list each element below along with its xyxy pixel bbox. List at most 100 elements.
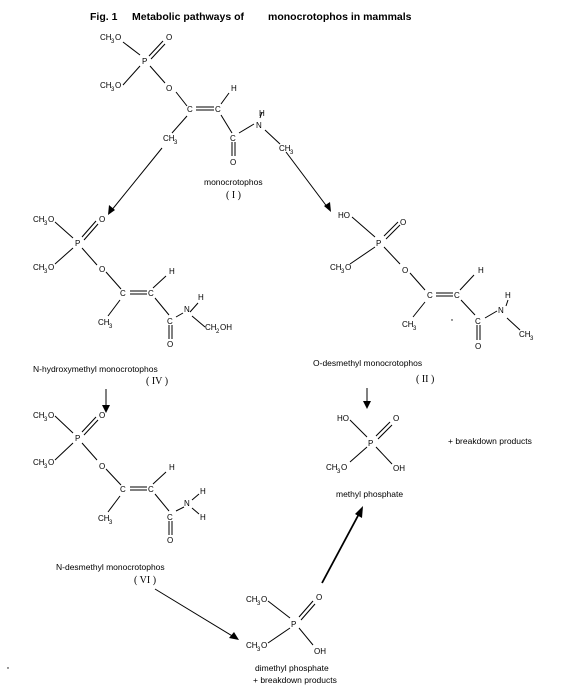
svg-text:2: 2 (216, 329, 220, 335)
stray-dot (451, 319, 453, 321)
phosphorus-atom: P (368, 439, 373, 448)
figure-title-suffix: monocrotophos in mammals (268, 11, 412, 23)
methyl-group: CH (100, 81, 112, 90)
hydrogen-atom: H (169, 267, 175, 276)
stray-dot (7, 667, 9, 669)
oxygen-atom: O (99, 462, 105, 471)
svg-text:3: 3 (109, 520, 113, 526)
methyl-group: CH (33, 458, 45, 467)
svg-text:3: 3 (44, 417, 48, 423)
oxygen-atom: O (230, 158, 236, 167)
carbon-atom: C (230, 134, 236, 143)
oxygen-atom: O (316, 593, 322, 602)
svg-text:3: 3 (109, 324, 113, 330)
carbon-atom: C (148, 289, 154, 298)
pathway-arrow-dimethyl-to-methyl-phosphate (321, 506, 363, 584)
hydrogen-atom: H (200, 487, 206, 496)
pathway-arrow-ii-to-methyl-phosphate (363, 388, 371, 409)
structure-o-desmethyl-monocrotophos: HO O P CH 3 O O H C C H N C CH 3 CH 3 O … (313, 211, 534, 385)
methyl-group: CH (98, 514, 110, 523)
carbon-atom: C (148, 485, 154, 494)
svg-text:3: 3 (44, 464, 48, 470)
compound-name-monocrotophos: monocrotophos (204, 177, 263, 187)
oxygen-atom: O (99, 411, 105, 420)
svg-text:3: 3 (174, 140, 178, 146)
hydrogen-atom: H (231, 84, 237, 93)
methyl-group: CH (246, 595, 258, 604)
methyl-group: CH (33, 411, 45, 420)
phosphorus-atom: P (142, 57, 147, 66)
nitrogen-atom: N (184, 305, 190, 314)
oxygen-atom: O (402, 266, 408, 275)
svg-text:3: 3 (530, 336, 534, 342)
oxygen-atom: O (345, 263, 351, 272)
figure-title-text: Metabolic pathways of (132, 11, 245, 23)
oxygen-atom: O (48, 263, 54, 272)
oxygen-atom: O (167, 536, 173, 545)
hydrogen-atom: H (198, 293, 204, 302)
oxygen-atom: O (475, 342, 481, 351)
compound-name-methyl-phosphate: methyl phosphate (336, 489, 403, 499)
methyl-group: CH (519, 330, 531, 339)
hydrogen-atom: H (478, 266, 484, 275)
oxygen-atom: O (48, 411, 54, 420)
svg-text:3: 3 (44, 269, 48, 275)
hydrogen-atom: H (259, 109, 265, 118)
hydrogen-atom: H (505, 291, 511, 300)
structure-n-desmethyl-monocrotophos: CH 3 O O P CH 3 O O H C C H N H C CH 3 O… (33, 411, 206, 586)
figure-number: Fig. 1 (90, 11, 118, 23)
pathway-arrow-iv-to-vi (102, 389, 110, 413)
carbon-atom: C (120, 485, 126, 494)
compound-name-dimethyl-phosphate: dimethyl phosphate (255, 663, 329, 673)
breakdown-products-caption: + breakdown products (253, 675, 337, 685)
carbon-atom: C (120, 289, 126, 298)
svg-text:3: 3 (341, 269, 345, 275)
svg-text:3: 3 (257, 601, 261, 607)
svg-text:3: 3 (337, 469, 341, 475)
carbon-atom: C (187, 105, 193, 114)
pathway-arrow-i-to-iv (108, 147, 163, 215)
carbon-atom: C (167, 513, 173, 522)
oxygen-atom: O (167, 340, 173, 349)
compound-name-n-desmethyl: N-desmethyl monocrotophos (56, 562, 165, 572)
oxygen-atom: O (115, 33, 121, 42)
compound-name-n-hydroxymethyl: N-hydroxymethyl monocrotophos (33, 364, 158, 374)
compound-number-i: ( I ) (226, 190, 241, 201)
methyl-group: CH (402, 320, 414, 329)
structure-methyl-phosphate: HO O P CH 3 O OH methyl phosphate (326, 414, 405, 499)
oxygen-atom: O (261, 641, 267, 650)
structure-n-hydroxymethyl-monocrotophos: CH 3 O O P CH 3 O O H C C H N C CH 3 CH … (33, 215, 232, 387)
compound-number-ii: ( II ) (416, 374, 434, 385)
phosphorus-atom: P (291, 620, 296, 629)
hydroxyl-group: HO (337, 414, 349, 423)
hydrogen-atom: H (200, 513, 206, 522)
oxygen-atom: O (261, 595, 267, 604)
nitrogen-atom: N (498, 306, 504, 315)
carbon-atom: C (167, 317, 173, 326)
phosphorus-atom: P (75, 434, 80, 443)
svg-text:OH: OH (220, 323, 232, 332)
structure-dimethyl-phosphate: CH 3 O O P CH 3 O OH dimethyl phosphate … (246, 593, 337, 685)
hydroxymethyl-group: CH (205, 323, 217, 332)
oxygen-atom: O (393, 414, 399, 423)
breakdown-products-note: + breakdown products (448, 436, 532, 446)
oxygen-atom: O (166, 33, 172, 42)
compound-name-o-desmethyl: O-desmethyl monocrotophos (313, 358, 422, 368)
carbon-atom: C (215, 105, 221, 114)
svg-text:3: 3 (111, 87, 115, 93)
carbon-atom: C (454, 291, 460, 300)
methyl-group: CH (98, 318, 110, 327)
oxygen-atom: O (115, 81, 121, 90)
figure-title: Fig. 1 Metabolic pathways of monocrotoph… (90, 11, 412, 23)
pathway-arrow-i-to-ii (285, 151, 331, 212)
hydroxyl-group: HO (338, 211, 350, 220)
oxygen-atom: O (341, 463, 347, 472)
oxygen-atom: O (48, 458, 54, 467)
carbon-atom: C (427, 291, 433, 300)
methyl-group: CH (100, 33, 112, 42)
methyl-group: CH (279, 144, 291, 153)
oxygen-atom: O (99, 215, 105, 224)
methyl-group: CH (326, 463, 338, 472)
phosphorus-atom: P (75, 239, 80, 248)
